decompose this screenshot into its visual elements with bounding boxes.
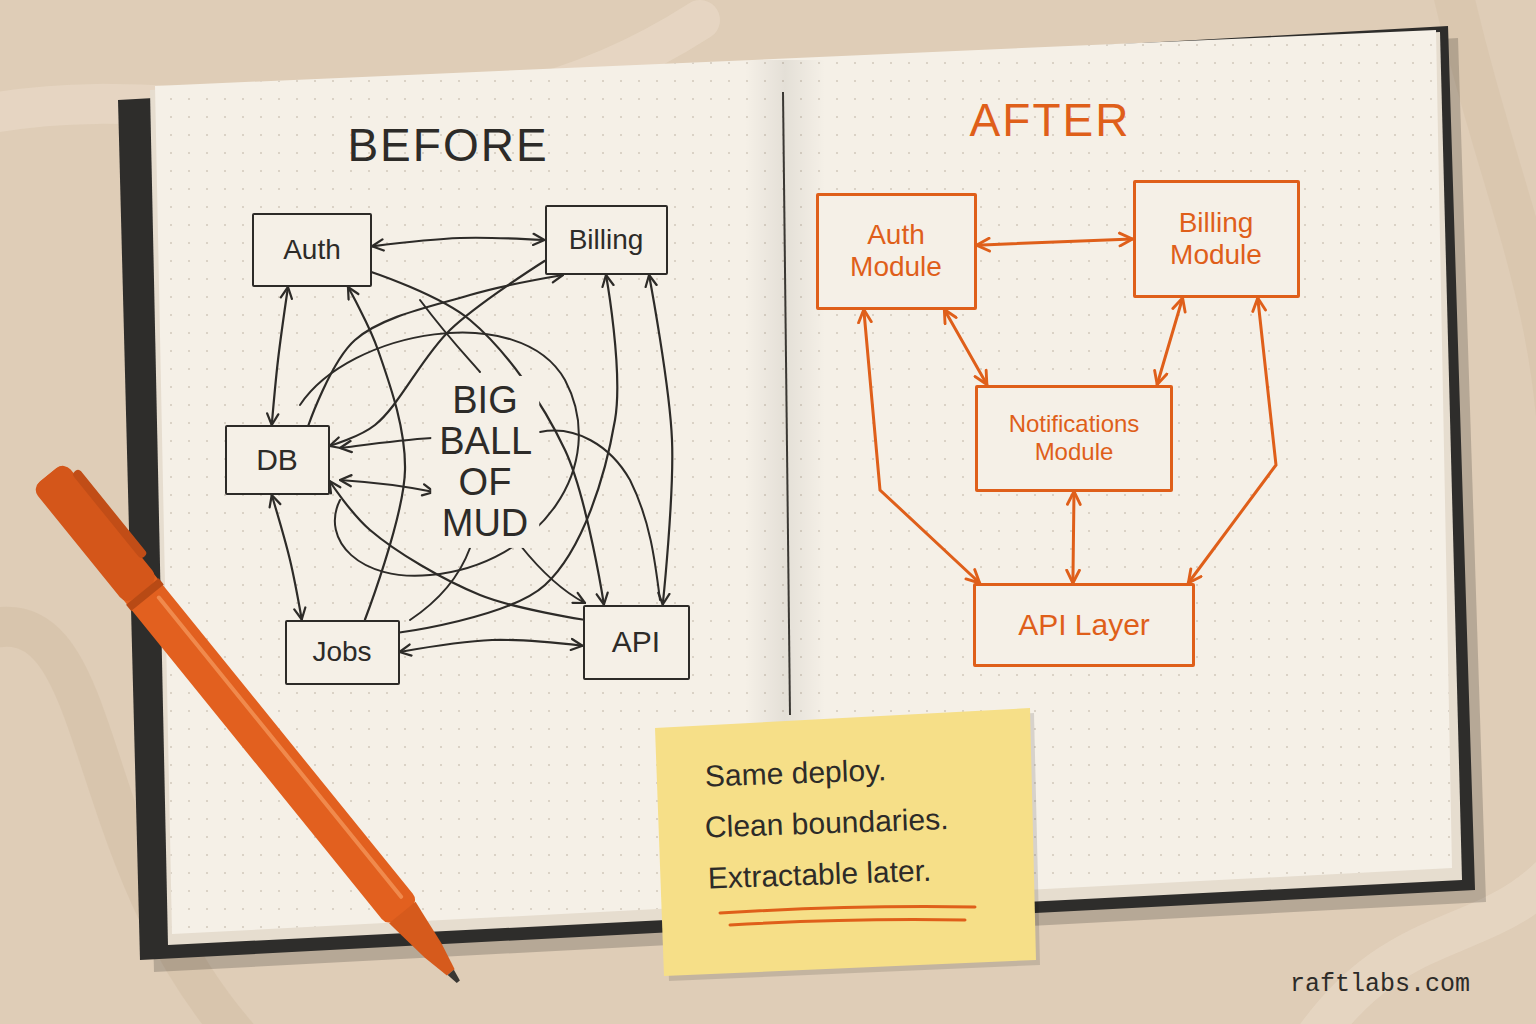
connector-arrow bbox=[977, 239, 1133, 245]
sticky-note-line: Clean boundaries. bbox=[704, 802, 949, 843]
drawing-part bbox=[32, 462, 419, 926]
connector-arrow bbox=[649, 275, 672, 605]
connector-arrow bbox=[1188, 298, 1276, 583]
component-box: Auth bbox=[252, 213, 372, 287]
component-box: Jobs bbox=[285, 620, 400, 685]
drawing-part bbox=[159, 598, 401, 897]
module-box: API Layer bbox=[973, 583, 1195, 667]
node-label: Billing Module bbox=[1170, 207, 1262, 271]
module-box: Auth Module bbox=[816, 193, 977, 310]
component-box: DB bbox=[225, 425, 330, 495]
node-label: Notifications Module bbox=[1009, 410, 1140, 465]
node-label: Billing bbox=[569, 224, 644, 256]
node-label: Auth bbox=[283, 234, 341, 266]
node-label: Jobs bbox=[312, 636, 371, 668]
page-divider bbox=[783, 92, 790, 715]
node-label: Auth Module bbox=[850, 219, 942, 283]
drawing-part bbox=[340, 438, 432, 448]
section-heading: BEFORE bbox=[347, 120, 548, 171]
drawing-part bbox=[126, 578, 164, 611]
drawing-part bbox=[520, 545, 585, 603]
connector-arrow bbox=[400, 640, 583, 652]
drawing-part bbox=[340, 480, 434, 492]
node-label: API bbox=[612, 625, 660, 660]
drawing-part bbox=[730, 920, 965, 925]
center-label: BIG BALL OF MUD bbox=[431, 376, 539, 548]
sticky-note bbox=[655, 708, 1036, 976]
drawing-part bbox=[300, 333, 579, 576]
connector-arrow bbox=[272, 287, 288, 425]
connector-arrow bbox=[400, 275, 618, 633]
drawing-part bbox=[32, 462, 159, 605]
sticky-note-line: Extractable later. bbox=[707, 854, 931, 895]
drawing-part bbox=[72, 468, 148, 559]
connector-arrow bbox=[944, 310, 987, 385]
connector-arrow bbox=[272, 495, 302, 620]
connector-arrow bbox=[372, 238, 545, 247]
node-label: API Layer bbox=[1018, 608, 1150, 643]
drawing-part bbox=[540, 431, 660, 600]
module-box: Billing Module bbox=[1133, 180, 1300, 298]
connector-arrow bbox=[1073, 492, 1074, 584]
module-box: Notifications Module bbox=[975, 385, 1173, 492]
drawing-part bbox=[720, 907, 975, 913]
sticky-note-line: Same deploy. bbox=[704, 753, 886, 792]
connector-arrow bbox=[1157, 298, 1182, 385]
component-box: API bbox=[583, 605, 690, 680]
section-heading: AFTER bbox=[970, 95, 1131, 146]
note-underline bbox=[720, 907, 975, 925]
watermark: raftlabs.com bbox=[1290, 971, 1470, 999]
connector-arrow bbox=[864, 310, 980, 584]
connector-arrow bbox=[348, 287, 405, 620]
component-box: Billing bbox=[545, 205, 668, 275]
orange-pen bbox=[32, 457, 480, 995]
drawing-part bbox=[410, 548, 470, 620]
node-label: DB bbox=[256, 443, 298, 478]
drawing-part bbox=[448, 970, 462, 984]
